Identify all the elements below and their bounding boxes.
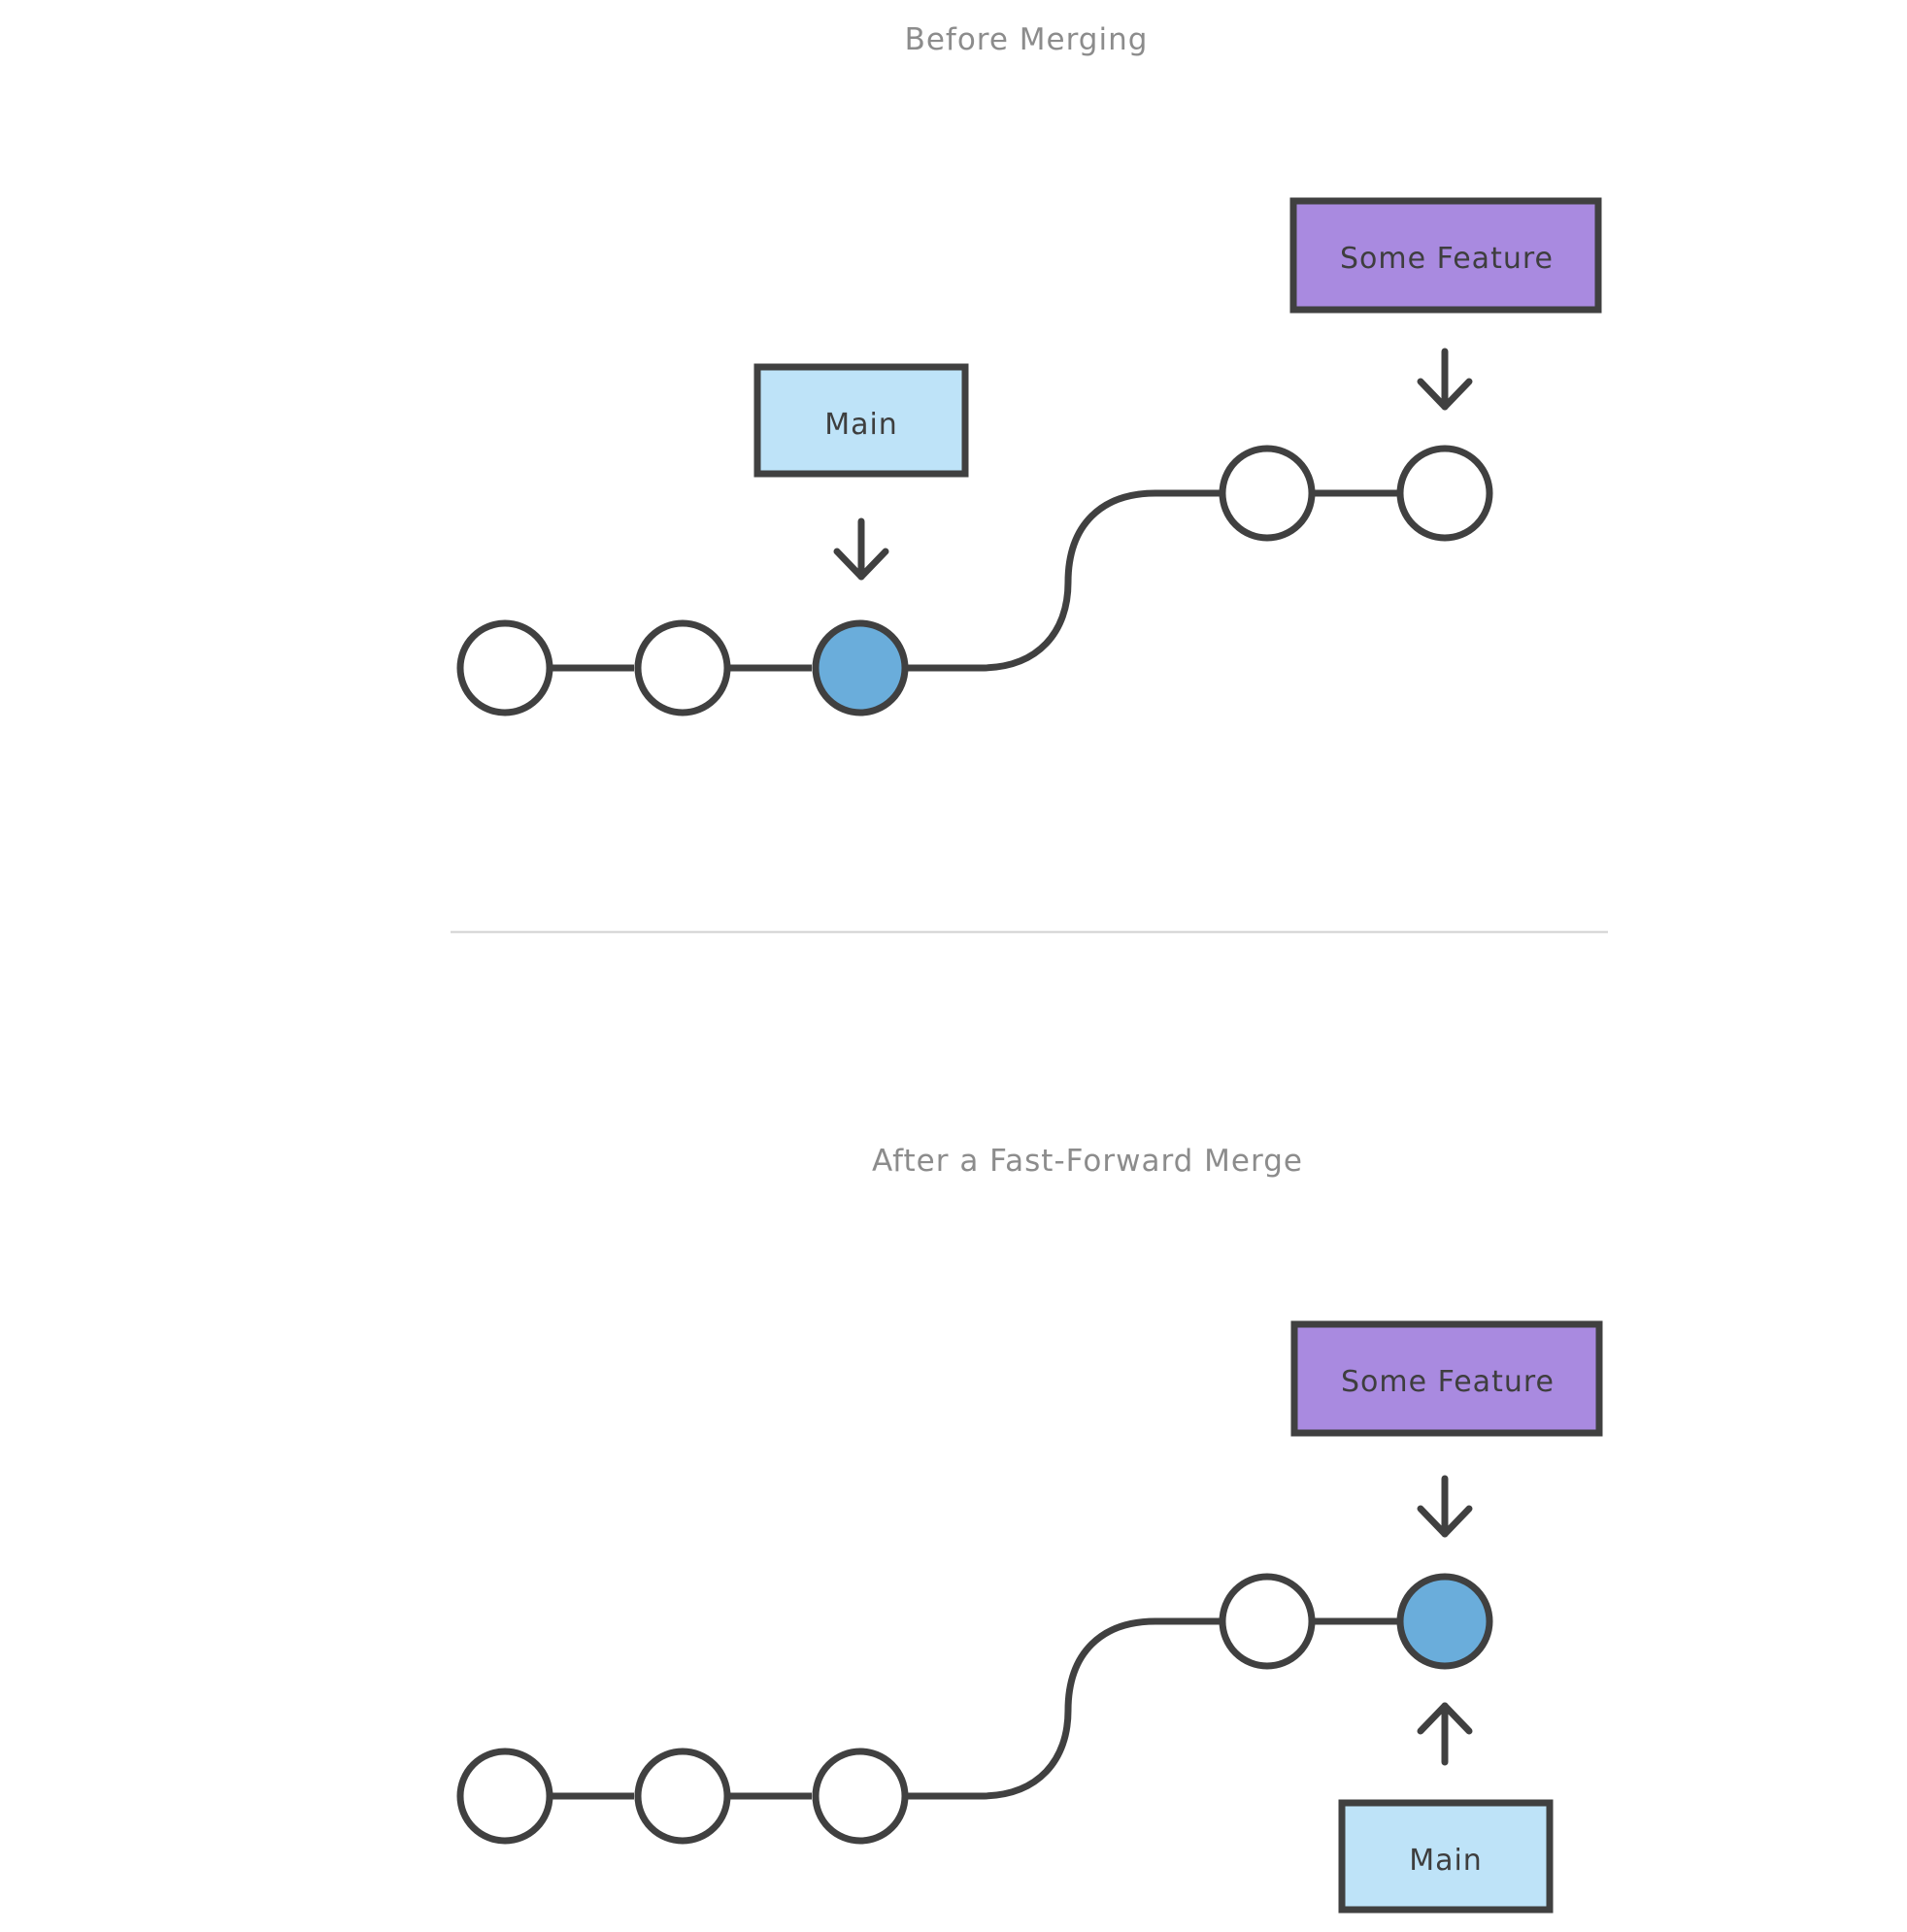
- main-branch-box: [753, 363, 969, 478]
- main-commit-2: [634, 619, 731, 716]
- main-commit-1: [456, 619, 553, 716]
- before-caption: Before Merging: [905, 22, 1149, 57]
- main-commit-3-active: [812, 619, 909, 716]
- main-commit-3: [812, 1748, 909, 1845]
- main-commit-1: [456, 1748, 553, 1845]
- feature-branch-box: [1289, 197, 1602, 314]
- edge-branch-curve: [906, 489, 1221, 672]
- edge-branch-curve: [906, 1617, 1221, 1800]
- arrow-down-icon: [1417, 1475, 1473, 1538]
- feature-commit-2-active: [1396, 1573, 1493, 1670]
- arrow-up-icon: [1417, 1702, 1473, 1766]
- arrow-down-icon: [833, 517, 889, 581]
- after-section: After a Fast-Forward Merge Some Feature …: [456, 1144, 1603, 1914]
- main-branch-label: Main: [1409, 1844, 1483, 1878]
- feature-branch-label: Some Feature: [1340, 242, 1554, 276]
- after-caption: After a Fast-Forward Merge: [872, 1144, 1303, 1179]
- feature-commit-1: [1219, 1573, 1316, 1670]
- feature-commit-1: [1219, 445, 1316, 542]
- main-branch-label: Main: [824, 408, 898, 442]
- feature-commit-2: [1396, 445, 1493, 542]
- arrow-down-icon: [1417, 348, 1473, 411]
- main-branch-box: [1338, 1799, 1554, 1914]
- before-section: Before Merging Main Some Feature: [456, 22, 1602, 716]
- feature-branch-label: Some Feature: [1341, 1365, 1555, 1399]
- feature-branch-box: [1290, 1320, 1603, 1437]
- main-commit-2: [634, 1748, 731, 1845]
